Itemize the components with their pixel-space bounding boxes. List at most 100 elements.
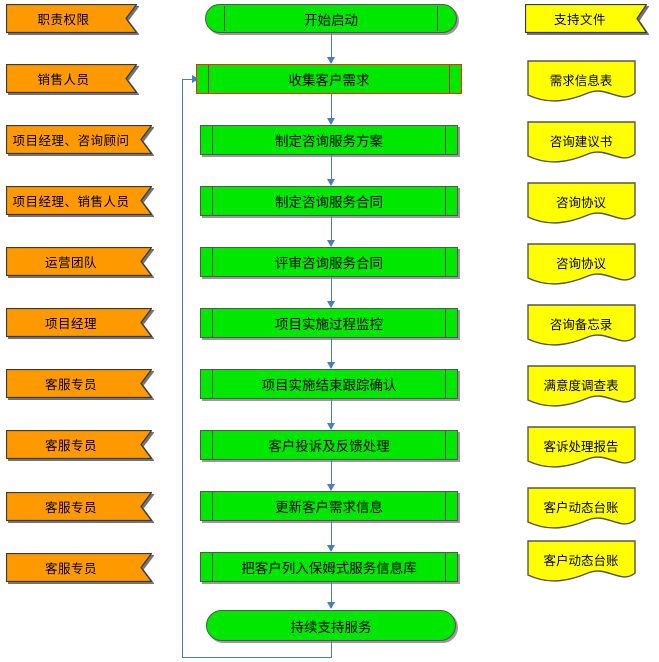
- role-label: 客服专员: [44, 562, 97, 576]
- document-shape: [527, 121, 636, 163]
- role-banner-1[interactable]: 销售人员: [6, 64, 137, 93]
- process-label: 项目实施结束跟踪确认: [261, 378, 397, 393]
- role-banner-4[interactable]: 运营团队: [6, 247, 152, 276]
- document-shape: [527, 60, 636, 102]
- process-label: 评审咨询服务合同: [275, 256, 383, 271]
- document-node-9[interactable]: 客户动态台账: [527, 540, 636, 584]
- role-banner-0[interactable]: 职责权限: [6, 4, 137, 33]
- arrow-0: [326, 57, 335, 64]
- document-label: 客户动态台账: [543, 501, 619, 515]
- role-label: 职责权限: [37, 13, 90, 27]
- connector-8: [331, 521, 332, 551]
- process-node-9[interactable]: 把客户列入保姆式服务信息库: [200, 552, 458, 582]
- arrow-8: [326, 545, 335, 552]
- document-node-5[interactable]: 咨询备忘录: [527, 304, 636, 348]
- document-label: 需求信息表: [549, 74, 613, 88]
- process-node-2[interactable]: 制定咨询服务方案: [200, 125, 458, 155]
- predefined-bar-right: [445, 492, 446, 520]
- process-label: 项目实施过程监控: [275, 317, 383, 332]
- role-banner-9[interactable]: 客服专员: [6, 553, 152, 582]
- arrow-9: [326, 602, 335, 609]
- process-label: 制定咨询服务方案: [275, 134, 383, 149]
- banner-shape: [525, 4, 647, 33]
- document-shape: [527, 304, 636, 346]
- predefined-bar-right: [445, 553, 446, 581]
- document-label: 客户动态台账: [543, 554, 619, 568]
- role-label: 项目经理、销售人员: [12, 195, 130, 209]
- process-label: 收集客户需求: [288, 73, 370, 88]
- connector-2: [331, 155, 332, 185]
- document-node-4[interactable]: 咨询协议: [527, 243, 636, 287]
- arrow-3: [326, 240, 335, 247]
- predefined-bar-right: [445, 248, 446, 276]
- process-label: 客户投诉及反馈处理: [268, 439, 390, 454]
- document-node-3[interactable]: 咨询协议: [527, 182, 636, 226]
- document-shape: [527, 426, 636, 468]
- process-node-0[interactable]: 开始启动: [205, 4, 457, 33]
- process-node-6[interactable]: 项目实施结束跟踪确认: [200, 369, 458, 399]
- feedback-up: [182, 79, 183, 658]
- role-label: 项目经理: [44, 317, 97, 331]
- process-node-7[interactable]: 客户投诉及反馈处理: [200, 430, 458, 460]
- role-banner-6[interactable]: 客服专员: [6, 369, 152, 398]
- role-label: 客服专员: [44, 439, 97, 453]
- document-label: 支持文件: [553, 13, 606, 27]
- document-label: 咨询建议书: [549, 135, 613, 149]
- process-node-10[interactable]: 持续支持服务: [206, 610, 456, 641]
- document-node-8[interactable]: 客户动态台账: [527, 487, 636, 531]
- document-shape: [527, 487, 636, 529]
- terminator-bar-right: [437, 6, 438, 31]
- process-label: 持续支持服务: [290, 619, 372, 635]
- document-node-7[interactable]: 客诉处理报告: [527, 426, 636, 470]
- predefined-bar-left: [208, 65, 209, 93]
- banner-shape: [6, 125, 152, 154]
- predefined-bar-right: [445, 126, 446, 154]
- connector-5: [331, 338, 332, 368]
- role-label: 项目经理、咨询顾问: [12, 134, 130, 148]
- document-label: 满意度调查表: [543, 379, 619, 393]
- banner-shape: [6, 553, 152, 582]
- document-label: 客诉处理报告: [543, 440, 619, 454]
- arrow-1: [326, 118, 335, 125]
- process-node-5[interactable]: 项目实施过程监控: [200, 308, 458, 338]
- predefined-bar-left: [212, 492, 213, 520]
- arrow-2: [326, 179, 335, 186]
- document-node-0[interactable]: 支持文件: [525, 4, 647, 33]
- role-banner-5[interactable]: 项目经理: [6, 308, 152, 337]
- document-label: 咨询协议: [555, 196, 606, 210]
- role-banner-2[interactable]: 项目经理、咨询顾问: [6, 125, 152, 154]
- process-node-1[interactable]: 收集客户需求: [196, 64, 462, 94]
- arrow-4: [326, 301, 335, 308]
- role-label: 运营团队: [44, 256, 97, 270]
- document-node-6[interactable]: 满意度调查表: [527, 365, 636, 409]
- banner-shape: [6, 492, 152, 521]
- role-banner-8[interactable]: 客服专员: [6, 492, 152, 521]
- role-banner-7[interactable]: 客服专员: [6, 430, 152, 459]
- connector-6: [331, 399, 332, 429]
- role-label: 客服专员: [44, 501, 97, 515]
- connector-4: [331, 277, 332, 307]
- process-label: 开始启动: [304, 12, 358, 28]
- predefined-bar-left: [212, 370, 213, 398]
- predefined-bar-right: [445, 309, 446, 337]
- feedback-down: [331, 641, 332, 658]
- predefined-bar-right: [449, 65, 450, 93]
- process-node-8[interactable]: 更新客户需求信息: [200, 491, 458, 521]
- process-node-3[interactable]: 制定咨询服务合同: [200, 186, 458, 216]
- document-shape: [527, 540, 636, 582]
- document-node-1[interactable]: 需求信息表: [527, 60, 636, 104]
- predefined-bar-left: [212, 187, 213, 215]
- document-shape: [527, 365, 636, 407]
- document-shape: [527, 182, 636, 224]
- predefined-bar-left: [212, 126, 213, 154]
- feedback-into-node: [182, 79, 196, 80]
- role-banner-3[interactable]: 项目经理、销售人员: [6, 186, 152, 215]
- document-node-2[interactable]: 咨询建议书: [527, 121, 636, 165]
- banner-shape: [6, 186, 152, 215]
- banner-shape: [6, 247, 152, 276]
- process-label: 制定咨询服务合同: [275, 195, 383, 210]
- feedback-arrow: [192, 75, 199, 83]
- process-label: 把客户列入保姆式服务信息库: [241, 561, 417, 576]
- process-node-4[interactable]: 评审咨询服务合同: [200, 247, 458, 277]
